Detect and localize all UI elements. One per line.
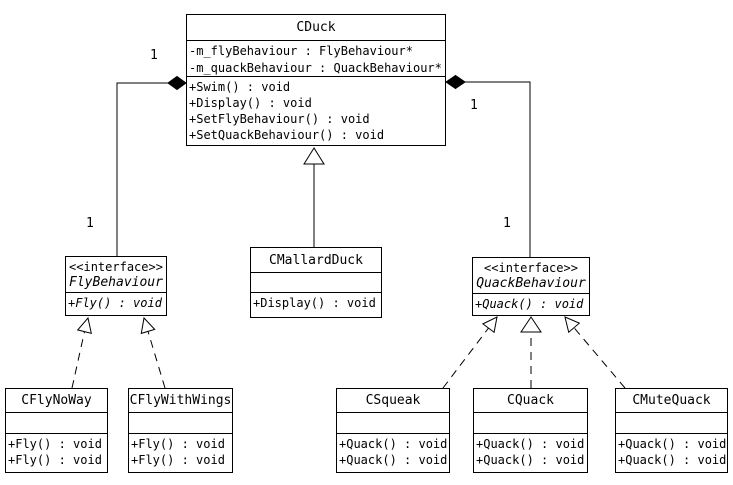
class-box-cmallardduck: CMallardDuck +Display() : void <box>250 247 382 318</box>
method-line: +Fly() : void <box>68 296 162 310</box>
class-name: CFlyWithWings <box>129 389 232 413</box>
class-box-cflywithwings: CFlyWithWings +Fly() : void +Fly() : voi… <box>128 388 233 473</box>
realization-triangle-icon <box>76 316 92 334</box>
realization-line-csqueak-quackbehaviour <box>442 327 489 389</box>
class-name: CDuck <box>187 15 445 41</box>
class-name: CMallardDuck <box>251 248 381 273</box>
method-line: +SetQuackBehaviour() : void <box>189 128 385 142</box>
multiplicity-label: 1 <box>503 216 511 231</box>
attributes-compartment <box>251 273 381 293</box>
method-line: +Quack() : void <box>618 437 727 451</box>
methods-compartment: +Fly() : void +Fly() : void <box>129 434 232 472</box>
class-name: CMuteQuack <box>616 389 727 413</box>
realization-line-cflywithwings-flybehaviour <box>147 331 166 389</box>
realization-triangle-icon <box>140 316 156 335</box>
attributes-compartment <box>6 413 107 434</box>
method-line: +Quack() : void <box>475 297 584 311</box>
stereotype-label: <<interface>> <box>69 259 163 274</box>
methods-compartment: +Quack() : void <box>473 294 589 315</box>
method-line: +Fly() : void <box>8 453 102 467</box>
methods-compartment: +Quack() : void +Quack() : void <box>474 434 587 472</box>
multiplicity-label: 1 <box>470 98 478 113</box>
attribute-line: -m_flyBehaviour : FlyBehaviour* <box>189 44 413 58</box>
stereotype-label: <<interface>> <box>484 260 578 275</box>
method-line: +Fly() : void <box>131 453 225 467</box>
class-box-csqueak: CSqueak +Quack() : void +Quack() : void <box>336 388 450 473</box>
attributes-compartment <box>616 413 727 434</box>
class-box-flybehaviour: <<interface>> FlyBehaviour +Fly() : void <box>65 256 167 316</box>
method-line: +Quack() : void <box>339 453 448 467</box>
attributes-compartment <box>337 413 449 434</box>
class-box-cflynoway: CFlyNoWay +Fly() : void +Fly() : void <box>5 388 108 473</box>
class-box-cquack: CQuack +Quack() : void +Quack() : void <box>473 388 588 473</box>
method-line: +Quack() : void <box>618 453 727 467</box>
class-name: CSqueak <box>337 389 449 413</box>
realization-triangle-icon <box>564 316 581 334</box>
methods-compartment: +Quack() : void +Quack() : void <box>337 434 449 472</box>
attribute-line: -m_quackBehaviour : QuackBehaviour* <box>189 61 442 75</box>
interface-title: <<interface>> FlyBehaviour <box>66 257 166 293</box>
composition-diamond-icon <box>167 75 187 91</box>
composition-line-cduck-flybehaviour <box>116 82 168 256</box>
attributes-compartment <box>474 413 587 434</box>
methods-compartment: +Quack() : void +Quack() : void <box>616 434 727 472</box>
method-line: +Quack() : void <box>476 437 585 451</box>
class-name: CQuack <box>474 389 587 413</box>
multiplicity-label: 1 <box>150 48 158 63</box>
realization-triangle-icon <box>520 316 542 333</box>
realization-line-cflynoway-flybehaviour <box>71 331 85 389</box>
method-line: +SetFlyBehaviour() : void <box>189 112 370 126</box>
method-line: +Fly() : void <box>131 437 225 451</box>
realization-triangle-icon <box>481 316 498 334</box>
method-line: +Quack() : void <box>476 453 585 467</box>
method-line: +Display() : void <box>253 296 376 310</box>
class-name: CFlyNoWay <box>6 389 107 413</box>
methods-compartment: +Swim() : void +Display() : void +SetFly… <box>187 77 445 145</box>
composition-line-cduck-quackbehaviour <box>465 81 531 257</box>
methods-compartment: +Fly() : void +Fly() : void <box>6 434 107 472</box>
realization-line-cmutequack-quackbehaviour <box>573 327 626 389</box>
class-box-cduck: CDuck -m_flyBehaviour : FlyBehaviour* -m… <box>186 14 446 146</box>
method-line: +Quack() : void <box>339 437 448 451</box>
method-line: +Display() : void <box>189 96 312 110</box>
class-box-cmutequack: CMuteQuack +Quack() : void +Quack() : vo… <box>615 388 728 473</box>
class-box-quackbehaviour: <<interface>> QuackBehaviour +Quack() : … <box>472 257 590 316</box>
method-line: +Swim() : void <box>189 80 291 94</box>
method-line: +Fly() : void <box>8 437 102 451</box>
methods-compartment: +Fly() : void <box>66 293 166 315</box>
composition-diamond-icon <box>445 74 466 90</box>
multiplicity-label: 1 <box>86 216 94 231</box>
attributes-compartment: -m_flyBehaviour : FlyBehaviour* -m_quack… <box>187 41 445 77</box>
generalization-triangle-icon <box>303 147 325 165</box>
class-name: QuackBehaviour <box>476 275 586 291</box>
methods-compartment: +Display() : void <box>251 293 381 317</box>
class-name: FlyBehaviour <box>69 274 163 290</box>
interface-title: <<interface>> QuackBehaviour <box>473 258 589 294</box>
attributes-compartment <box>129 413 232 434</box>
